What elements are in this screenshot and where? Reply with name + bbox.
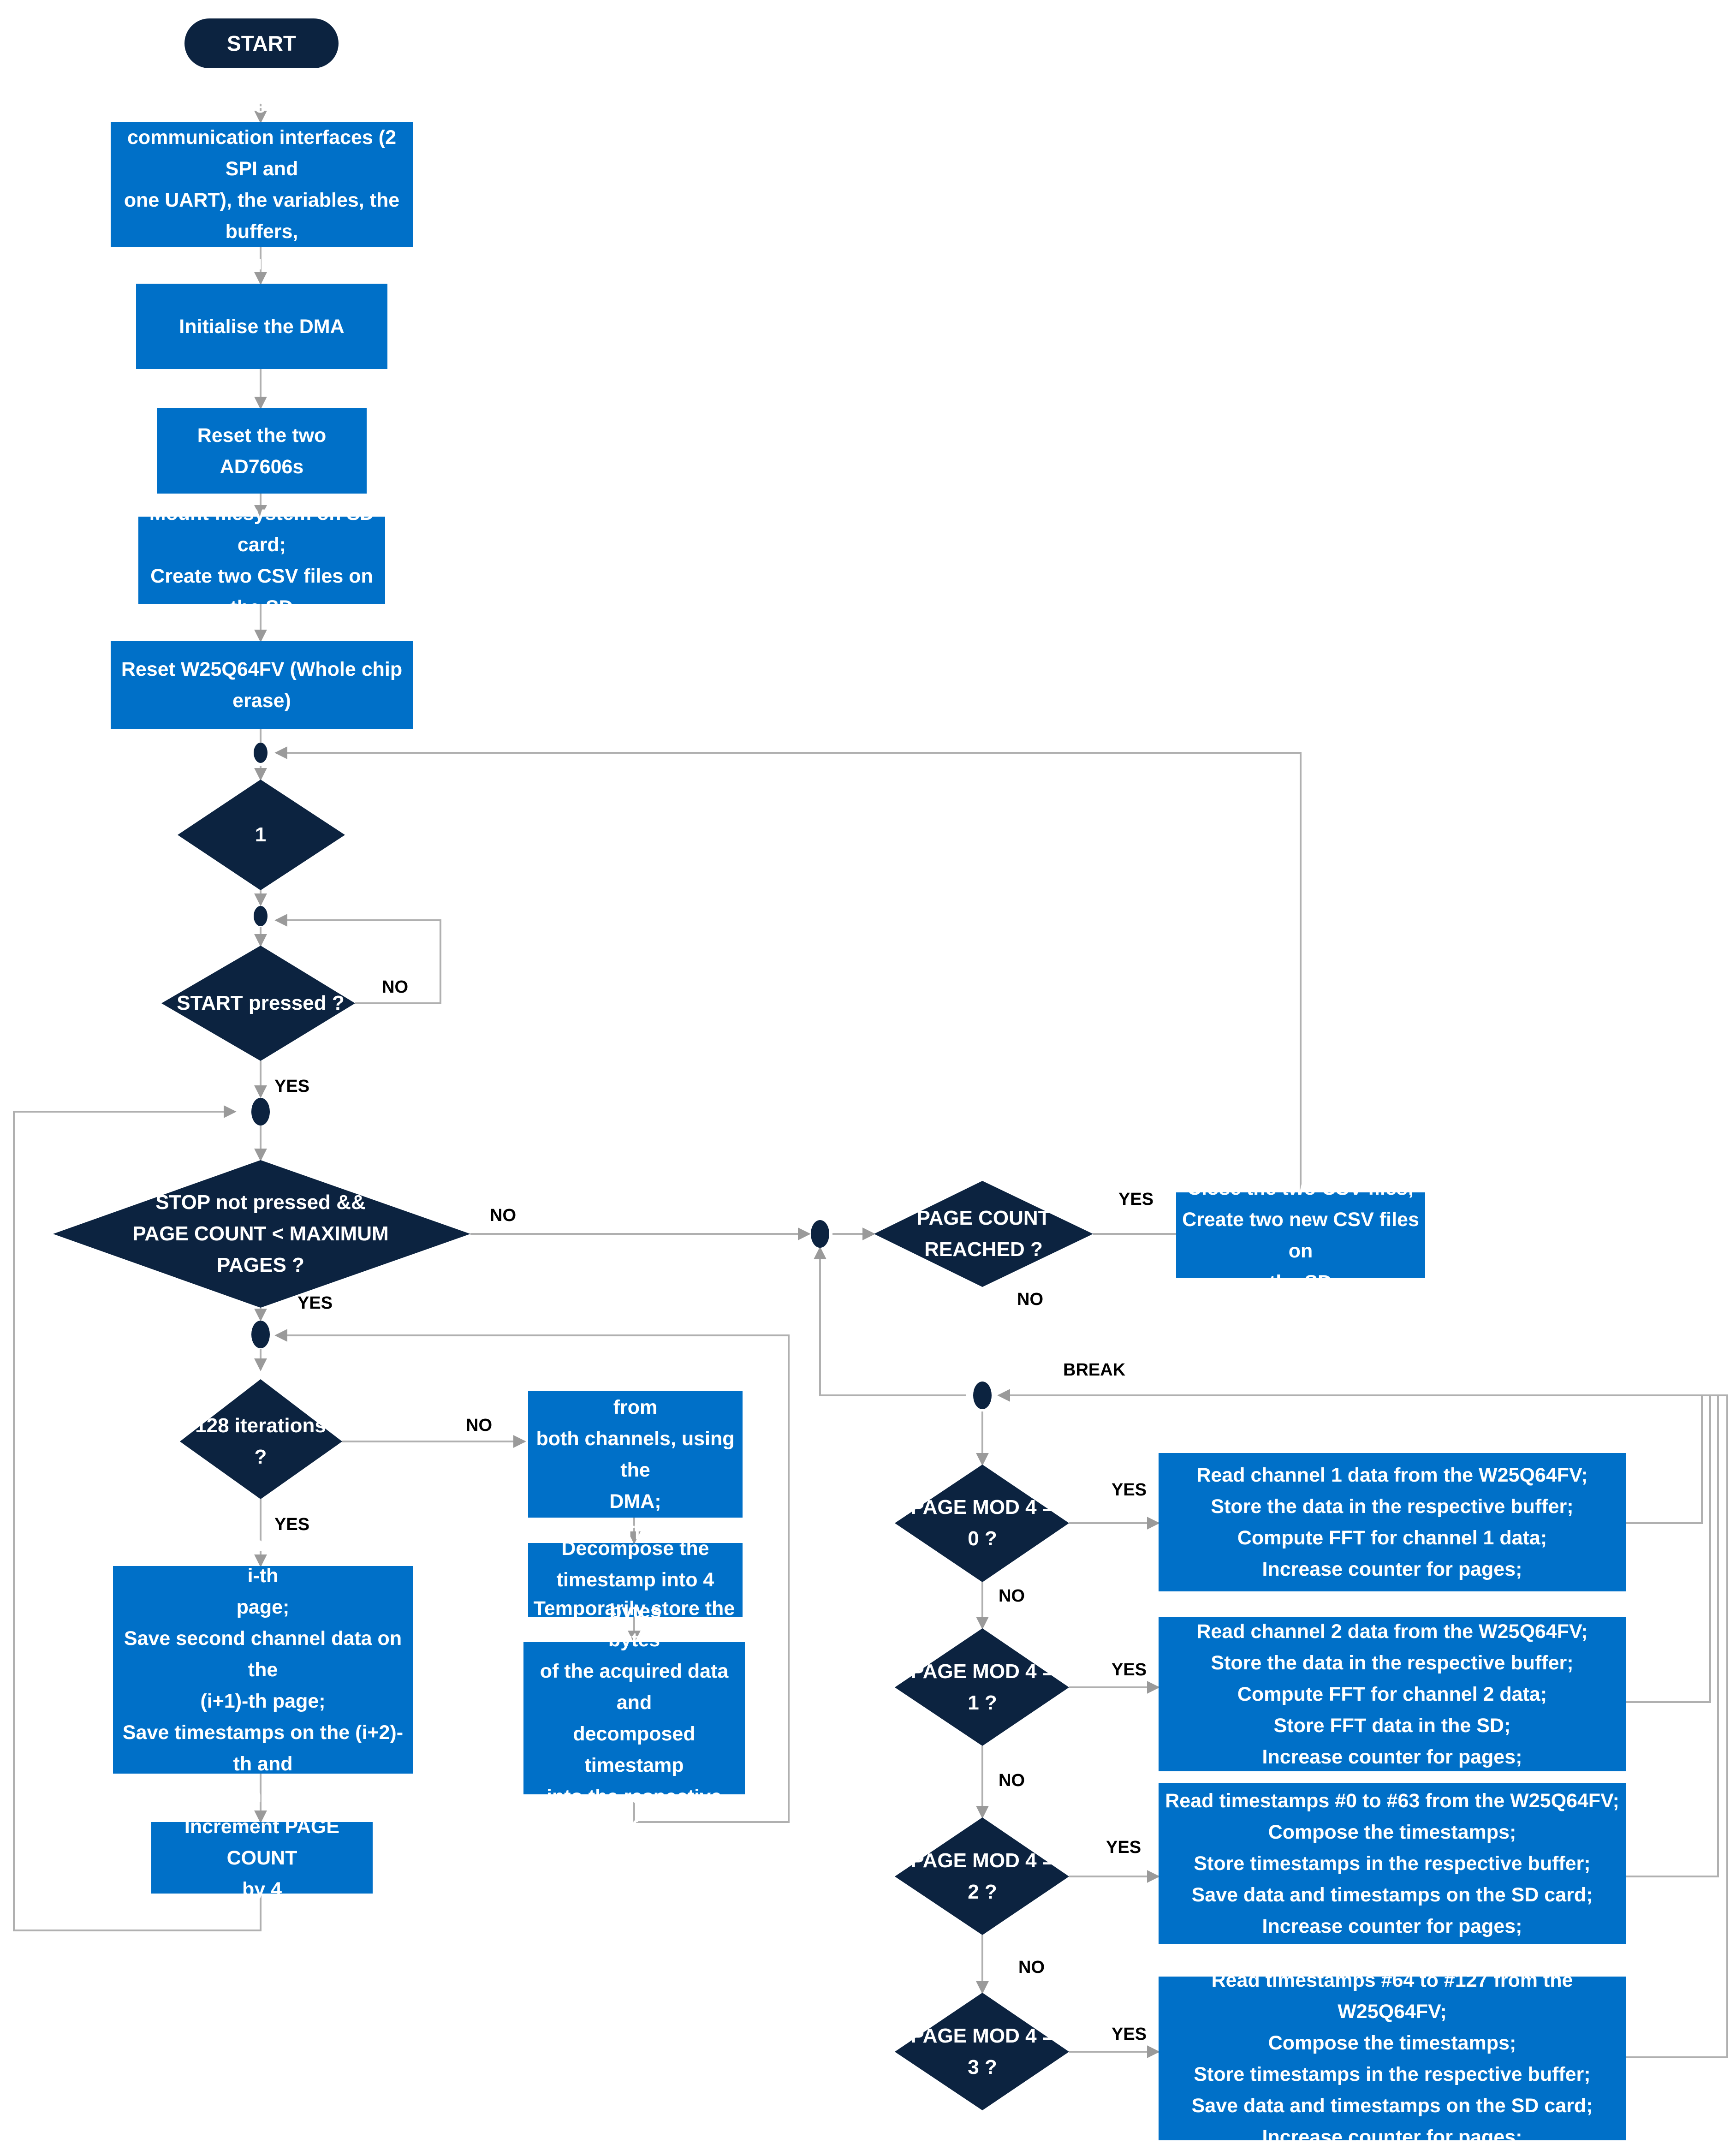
decision-iterations [180, 1379, 342, 1499]
label-iter-yes: YES [274, 1515, 310, 1534]
edge-j6-j5 [814, 1246, 966, 1396]
step-temp-store: Temporarily store the bytes of the acqui… [523, 1597, 745, 1839]
step-init-dma: Initialise the DMA [136, 284, 387, 369]
junction-2 [254, 906, 268, 926]
label-stop-yes: YES [297, 1293, 333, 1313]
decision-stop [53, 1160, 470, 1308]
step-mount-fs: Mount filesystem on SD card; Create two … [138, 502, 385, 619]
step-reset-adc: Reset the two AD7606s [157, 408, 367, 494]
edge-inc-loop [13, 1105, 262, 1931]
decision-mod3 [895, 1993, 1069, 2110]
decision-page-reached-text: PAGE COUNT REACHED ? [916, 1207, 1051, 1261]
edge-mod2-return [1626, 1395, 1719, 1877]
label-mod0-yes: YES [1112, 1480, 1147, 1500]
decision-start-pressed-text: START pressed ? [177, 992, 345, 1014]
edge-mod0-return [1626, 1395, 1703, 1524]
decision-mod0-text: PAGE MOD 4 = 0 ? [910, 1496, 1054, 1550]
label-start-no: NO [382, 977, 408, 997]
label-iter-no: NO [466, 1416, 492, 1435]
start-terminator: START [184, 18, 339, 68]
step-reset-flash: Reset W25Q64FV (Whole chip erase) [111, 641, 413, 729]
junction-4 [251, 1321, 270, 1348]
label-start-yes: YES [274, 1077, 310, 1096]
edge-start-no-loop [274, 914, 441, 1004]
decision-one [178, 780, 345, 890]
step-acquire: Acquire raw data from both channels, usi… [528, 1365, 743, 1544]
decision-start-pressed [161, 946, 355, 1061]
label-mod3-yes: YES [1112, 2025, 1147, 2044]
label-mod2-no: NO [1018, 1958, 1045, 1977]
decision-mod1 [895, 1628, 1069, 1746]
edge-store-loop [274, 1329, 790, 1823]
step-close-csv: Close the two CSV files; Create two new … [1176, 1177, 1425, 1293]
label-mod1-yes: YES [1112, 1660, 1147, 1679]
junction-5 [811, 1220, 829, 1248]
label-stop-no: NO [490, 1206, 516, 1225]
decision-shapes [53, 780, 1093, 2110]
junction-6 [973, 1382, 992, 1409]
step-mod2: Read timestamps #0 to #63 from the W25Q6… [1159, 1783, 1626, 1944]
junctions [251, 743, 992, 1409]
decision-mod3-text: PAGE MOD 4 = 3 ? [910, 2025, 1054, 2078]
label-mod1-no: NO [999, 1771, 1025, 1790]
step-save-pages: Save first channel data on the i-th page… [113, 1533, 413, 1806]
decision-page-reached [874, 1181, 1093, 1287]
decision-mod2 [895, 1817, 1069, 1935]
junction-1 [254, 743, 268, 763]
step-mod3: Read timestamps #64 to #127 from the W25… [1159, 1969, 1626, 2144]
junction-3 [251, 1098, 270, 1126]
decision-iterations-text: 128 iterations ? [195, 1414, 326, 1468]
decision-one-text: 1 [255, 823, 267, 846]
label-reached-yes: YES [1118, 1190, 1154, 1209]
edge-close-loop [274, 746, 1302, 1192]
label-break: BREAK [1063, 1360, 1126, 1380]
edge-mod3-return [1626, 1394, 1728, 2058]
label-mod0-no: NO [999, 1586, 1025, 1606]
decision-mod0 [895, 1465, 1069, 1582]
decision-mod2-text: PAGE MOD 4 = 2 ? [910, 1849, 1054, 1903]
step-increment: Increment PAGE COUNT by 4 [151, 1816, 373, 1900]
connectors [13, 103, 1728, 2058]
decision-stop-text: STOP not pressed && PAGE COUNT < MAXIMUM… [132, 1191, 389, 1276]
decision-mod1-text: PAGE MOD 4 = 1 ? [910, 1660, 1054, 1714]
step-init-gpio: Initialise the GPIOs, the communication … [111, 95, 413, 274]
edge-mod1-return [1626, 1395, 1711, 1703]
label-mod2-yes: YES [1106, 1838, 1141, 1857]
label-reached-no: NO [1017, 1290, 1043, 1309]
step-mod0: Read channel 1 data from the W25Q64FV; S… [1159, 1453, 1626, 1591]
step-decompose: Decompose the timestamp into 4 bytes [528, 1537, 743, 1622]
step-mod1: Read channel 2 data from the W25Q64FV; S… [1159, 1617, 1626, 1771]
